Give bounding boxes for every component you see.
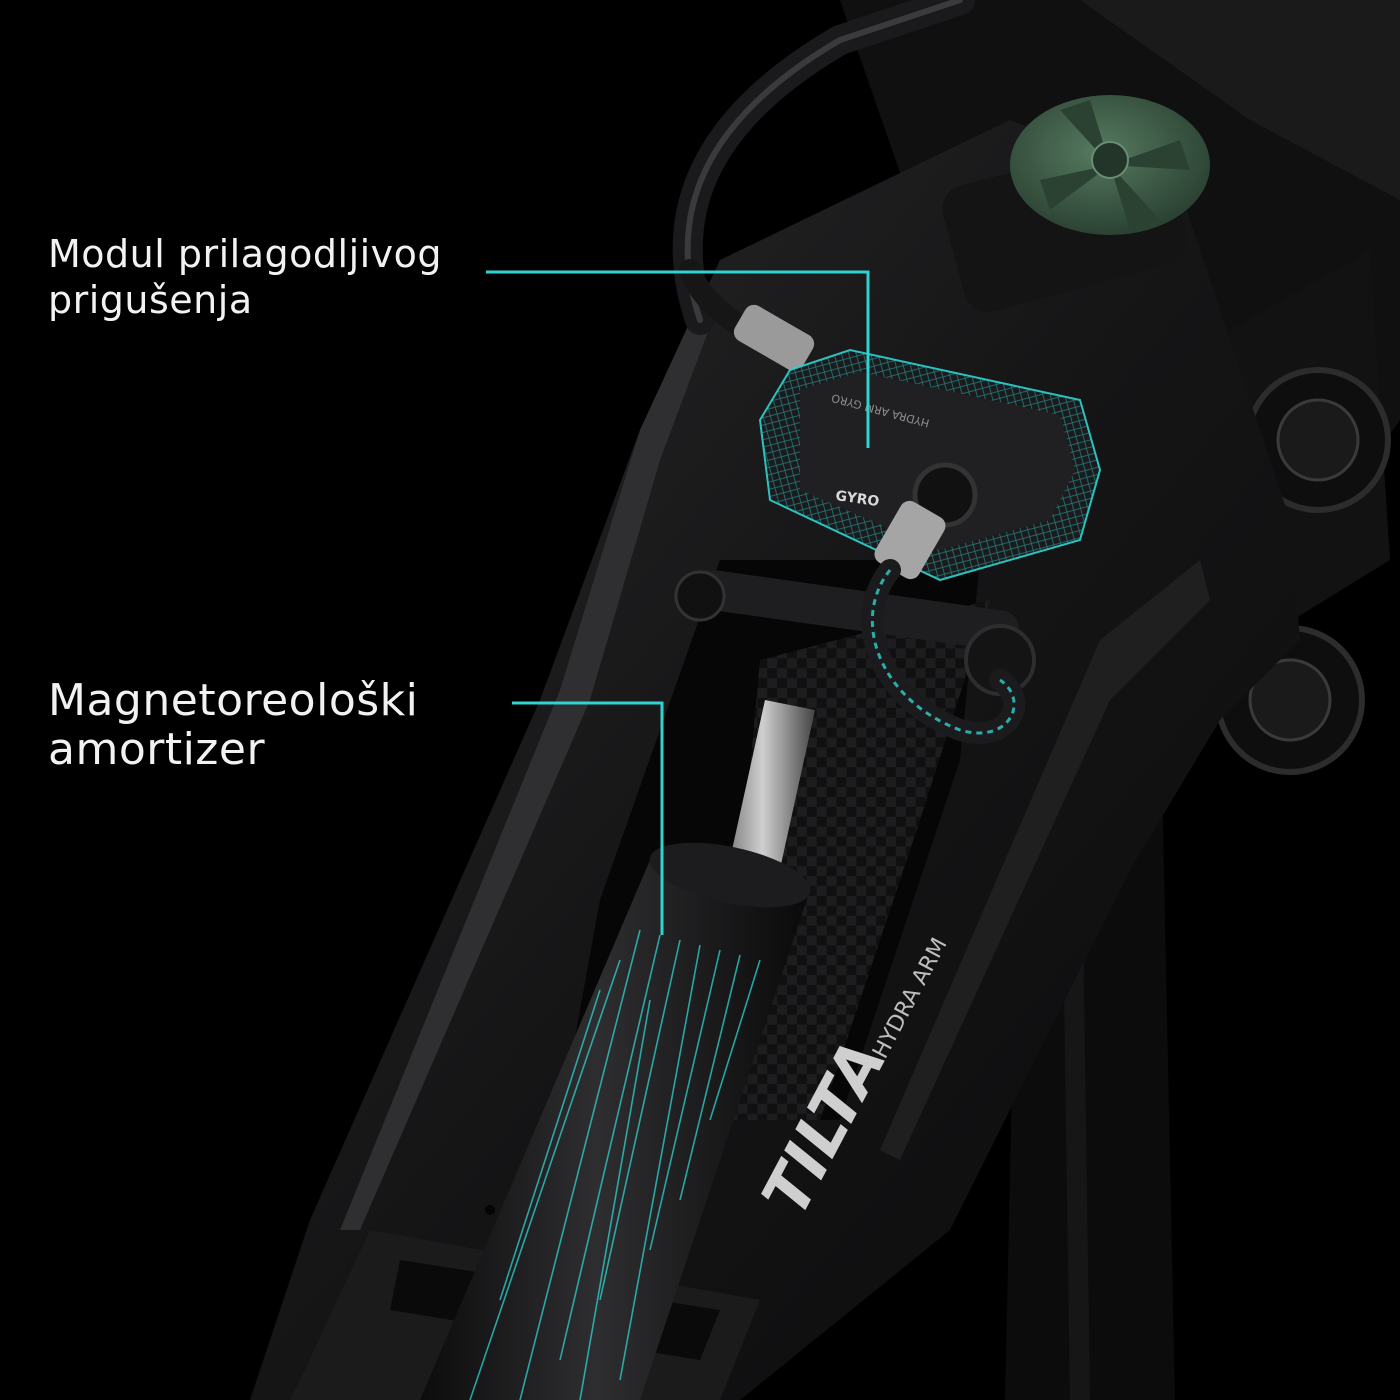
leader-line-shock-absorber <box>512 701 664 935</box>
callout-damping-module: Modul prilagodljivog prigušenja <box>48 232 442 323</box>
control-cable-upper <box>679 259 815 372</box>
callout-damping-module-line1: Modul prilagodljivog <box>48 232 443 276</box>
damping-knob <box>942 95 1210 313</box>
control-cable-lower <box>861 500 1026 744</box>
callout-shock-absorber-line2: amortizer <box>48 724 266 776</box>
callout-damping-module-line2: prigušenja <box>48 277 253 322</box>
shock-field-lines <box>469 929 761 1400</box>
gyro-port-label: GYRO <box>834 488 880 510</box>
cable-connector-upper <box>733 304 815 372</box>
damping-module: HYDRA ARM GYRO GYRO <box>758 348 1102 582</box>
callout-shock-absorber-line1: Magnetoreološki <box>48 675 419 726</box>
leader-line-damping-module <box>486 270 870 448</box>
callout-shock-absorber: Magnetoreološki amortizer <box>48 676 418 775</box>
cross-pin <box>674 569 1036 696</box>
shock-absorber <box>420 700 815 1400</box>
